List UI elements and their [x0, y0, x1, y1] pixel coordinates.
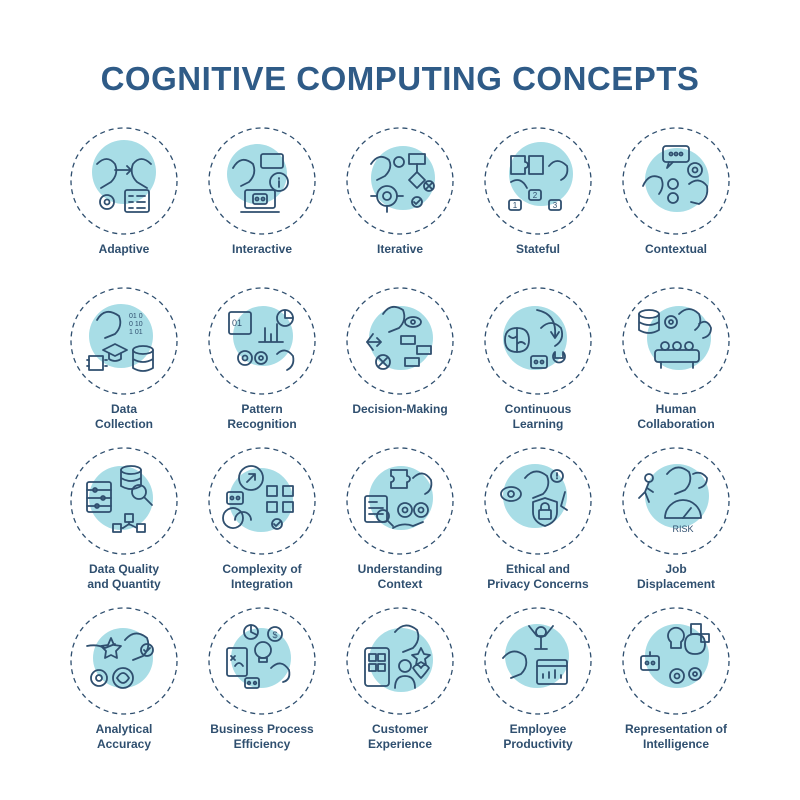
concept-card: Interactive [193, 118, 331, 278]
svg-text:2: 2 [533, 191, 538, 200]
svg-text:01 0: 01 0 [129, 313, 143, 320]
concept-card: 01 Pattern Recognition [193, 278, 331, 438]
concept-label: Pattern Recognition [227, 402, 297, 431]
concept-label: Data Collection [94, 402, 153, 431]
concept-label: Contextual [644, 242, 707, 256]
employee-productivity-icon [481, 604, 595, 718]
concept-label: Customer Experience [367, 722, 433, 751]
interactive-icon [205, 124, 319, 238]
job-displacement-icon: RISK [619, 444, 733, 558]
concept-card: 1 2 3 Stateful [469, 118, 607, 278]
contextual-icon [619, 124, 733, 238]
concept-label: Analytical Accuracy [95, 722, 153, 751]
concept-card: Human Collaboration [607, 278, 745, 438]
representation-icon [619, 604, 733, 718]
svg-text:01: 01 [232, 318, 242, 328]
concept-label: Complexity of Integration [222, 562, 302, 591]
adaptive-icon [67, 124, 181, 238]
human-collaboration-icon [619, 284, 733, 398]
customer-experience-icon [343, 604, 457, 718]
concept-label: Human Collaboration [637, 402, 715, 431]
svg-text:$: $ [272, 630, 277, 640]
data-quality-icon [67, 444, 181, 558]
continuous-learning-icon [481, 284, 595, 398]
concept-card: Continuous Learning [469, 278, 607, 438]
concept-label: Continuous Learning [504, 402, 572, 431]
concept-label: Data Quality and Quantity [87, 562, 161, 591]
concept-label: Adaptive [98, 242, 150, 256]
page-title: COGNITIVE COMPUTING CONCEPTS [100, 60, 700, 97]
concept-card: $ Business Process Efficiency [193, 598, 331, 758]
analytical-accuracy-icon [67, 604, 181, 718]
concept-card: Complexity of Integration [193, 438, 331, 598]
stateful-icon: 1 2 3 [481, 124, 595, 238]
concept-label: Ethical and Privacy Concerns [487, 562, 589, 591]
concept-label: Decision-Making [352, 402, 448, 416]
business-process-icon: $ [205, 604, 319, 718]
concept-card: Adaptive [55, 118, 193, 278]
understanding-context-icon [343, 444, 457, 558]
concept-card: Contextual [607, 118, 745, 278]
svg-text:0 10: 0 10 [129, 321, 143, 328]
concept-label: Representation of Intelligence [624, 722, 727, 751]
concept-label: Business Process Efficiency [210, 722, 314, 751]
concept-card: Analytical Accuracy [55, 598, 193, 758]
pattern-recognition-icon: 01 [205, 284, 319, 398]
concept-label: Employee Productivity [503, 722, 573, 751]
concept-card: Data Quality and Quantity [55, 438, 193, 598]
concept-label: Interactive [231, 242, 293, 256]
concept-card: Employee Productivity [469, 598, 607, 758]
concept-label: Understanding Context [357, 562, 443, 591]
svg-text:3: 3 [553, 201, 558, 210]
svg-text:1 01: 1 01 [129, 329, 143, 336]
concept-label: Job Displacement [636, 562, 716, 591]
concept-card: Decision-Making [331, 278, 469, 438]
concept-card: Customer Experience [331, 598, 469, 758]
concept-card: Ethical and Privacy Concerns [469, 438, 607, 598]
svg-text:1: 1 [513, 201, 518, 210]
concept-label: Stateful [515, 242, 560, 256]
concept-card: Iterative [331, 118, 469, 278]
integration-icon [205, 444, 319, 558]
iterative-icon [343, 124, 457, 238]
ethics-privacy-icon [481, 444, 595, 558]
concept-card: Understanding Context [331, 438, 469, 598]
concept-card: RISK Job Displacement [607, 438, 745, 598]
concept-card: Representation of Intelligence [607, 598, 745, 758]
concept-label: Iterative [376, 242, 424, 256]
decision-making-icon [343, 284, 457, 398]
svg-text:RISK: RISK [672, 524, 693, 534]
concept-grid: Adaptive Interactive Iterative 1 2 3 Sta… [55, 118, 745, 758]
